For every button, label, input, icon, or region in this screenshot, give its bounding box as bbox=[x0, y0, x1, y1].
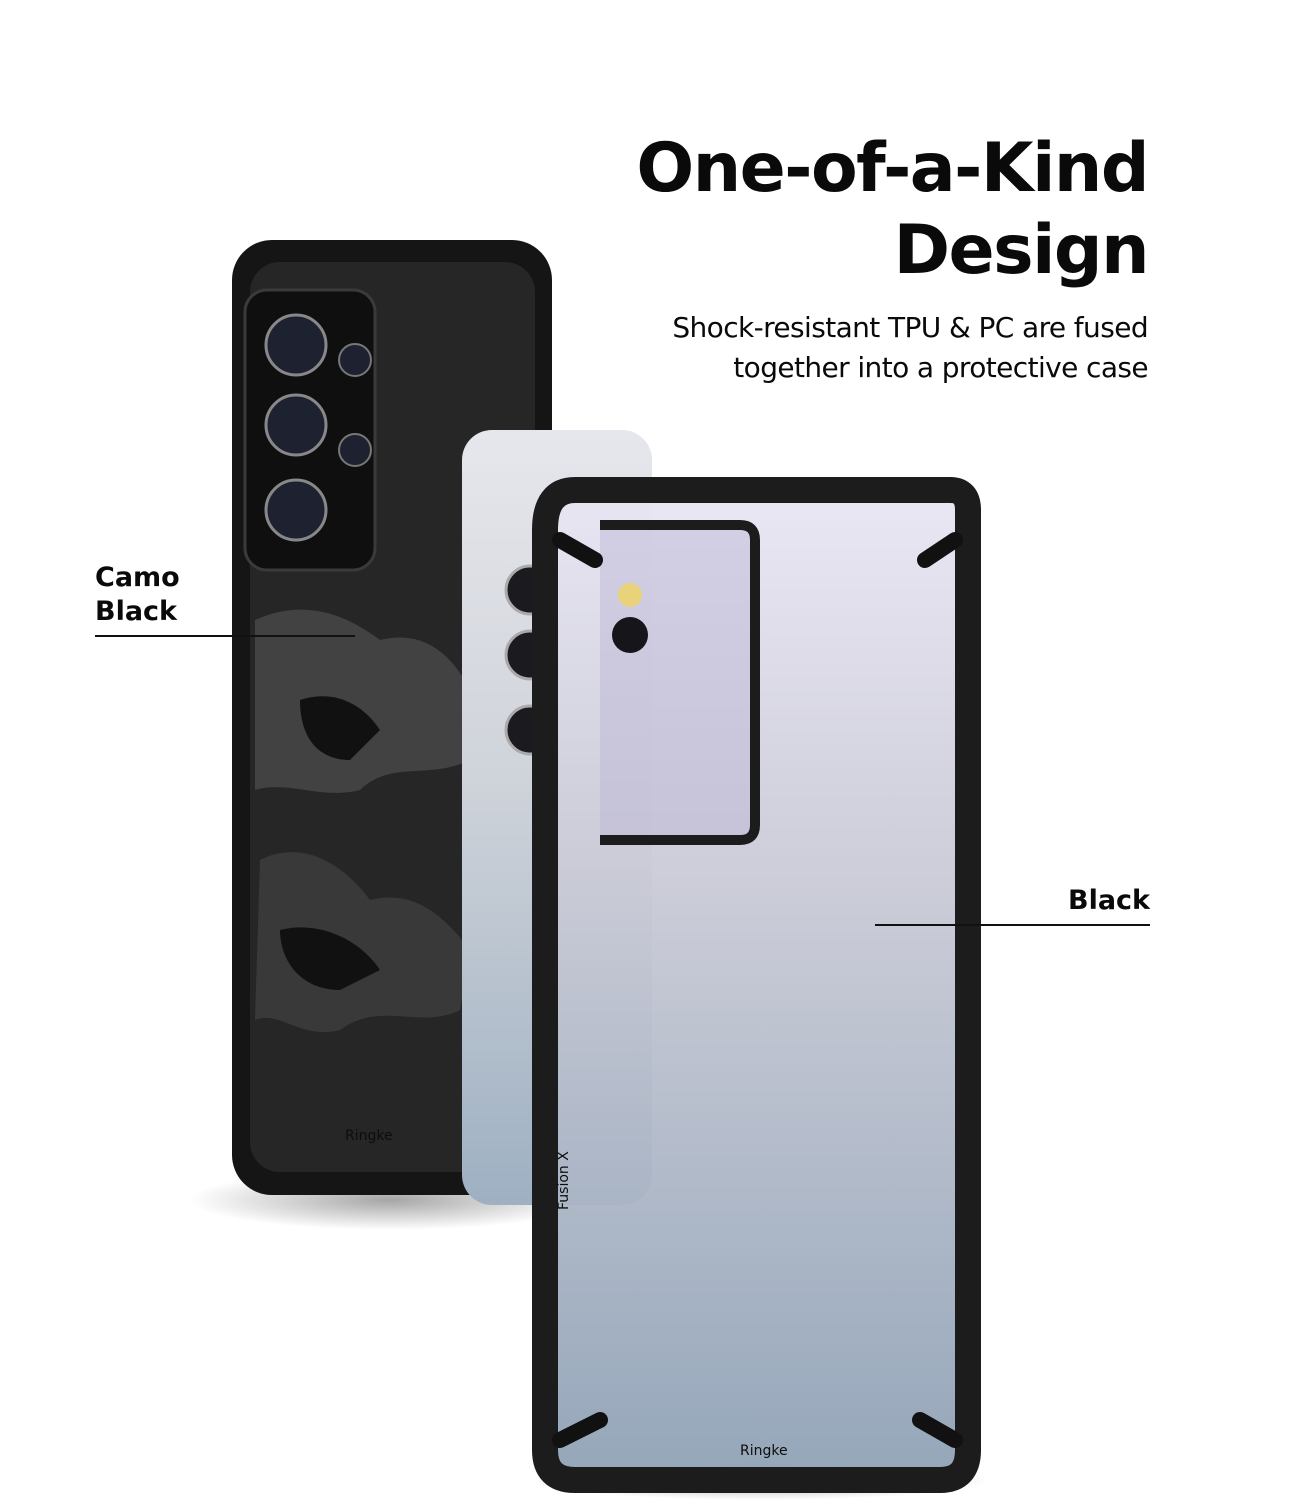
variant-label-line-1: Camo bbox=[95, 562, 180, 593]
variant-label-black: Black bbox=[1068, 884, 1150, 918]
subtitle-line-2: together into a protective case bbox=[733, 351, 1148, 384]
camo-pattern bbox=[255, 609, 470, 1033]
headline-title: One-of-a-Kind Design bbox=[636, 128, 1150, 292]
variant-label-camo-black: Camo Black bbox=[95, 561, 180, 629]
title-line-1: One-of-a-Kind bbox=[636, 129, 1149, 208]
camera-module bbox=[243, 288, 377, 572]
black-clear-case: Fusion X Ringke bbox=[530, 477, 990, 1500]
variant-label-line-2: Black bbox=[95, 596, 178, 627]
brand-logo: Ringke bbox=[345, 1128, 393, 1144]
subtitle-line-1: Shock-resistant TPU & PC are fused bbox=[672, 311, 1148, 344]
variant-label-line-1: Black bbox=[1067, 885, 1150, 916]
headline-subtitle: Shock-resistant TPU & PC are fused toget… bbox=[672, 308, 1148, 388]
brand-marking: Ringke bbox=[740, 1443, 788, 1459]
camo-leader-line bbox=[95, 635, 355, 637]
model-marking: Fusion X bbox=[556, 1151, 572, 1210]
black-leader-line bbox=[875, 924, 1150, 926]
title-line-2: Design bbox=[893, 211, 1150, 290]
